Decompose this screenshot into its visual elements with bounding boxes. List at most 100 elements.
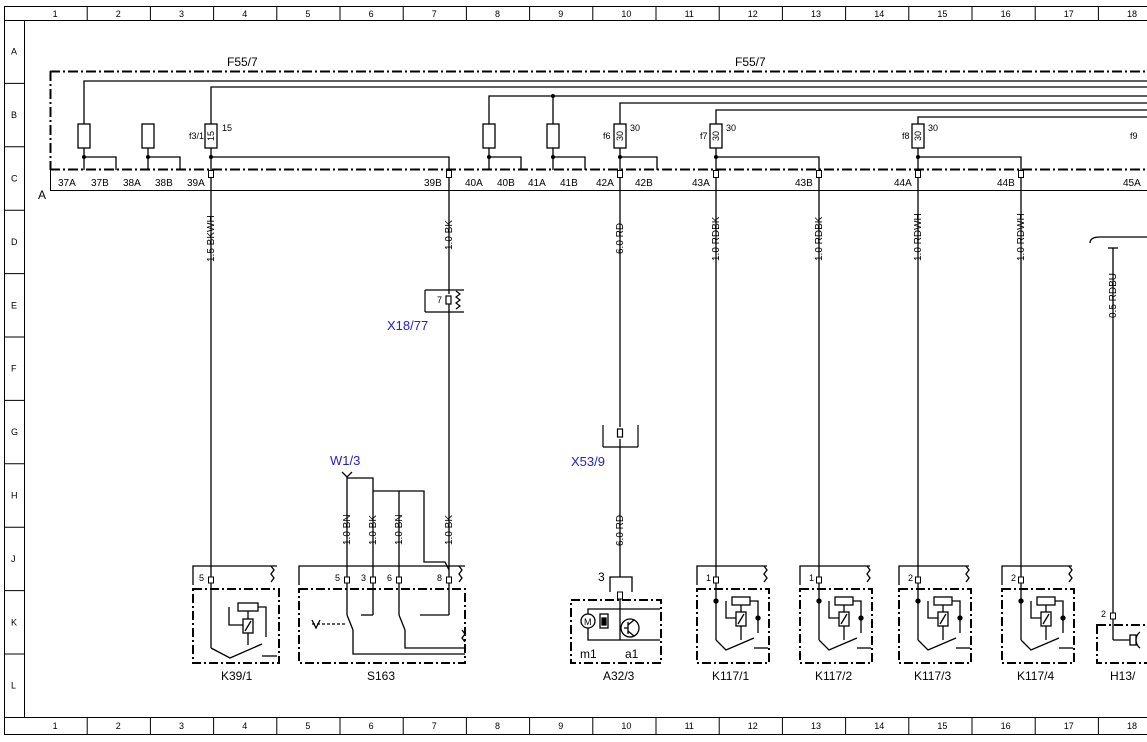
- k117-3-pin: 2: [908, 573, 913, 583]
- fuse-branch-dots: [82, 94, 920, 159]
- ground-label-w1-3: W1/3: [330, 453, 360, 468]
- a32-3-motor-symbol: M: [584, 617, 592, 627]
- grid-col-9: 9: [558, 721, 563, 731]
- grid-col-2: 2: [116, 9, 121, 19]
- grid-col-6: 6: [369, 721, 374, 731]
- grid-row-H: H: [11, 491, 18, 501]
- fusebox-label-left: F55/7: [227, 55, 258, 69]
- terminal-43b: 43B: [795, 178, 813, 189]
- wire-label-44b: 1.0 RDWH: [1016, 213, 1027, 261]
- grid-col-17: 17: [1064, 721, 1074, 731]
- grid-col-10: 10: [621, 721, 631, 731]
- a32-3-pin: 3: [598, 570, 605, 584]
- k117-2-pin: 1: [809, 573, 814, 583]
- h13-label: H13/: [1110, 669, 1136, 683]
- k117-3-label: K117/3: [914, 669, 951, 683]
- terminal-pins: [208, 170, 1024, 178]
- fuse-branches: [83, 148, 1022, 170]
- fuses: [77, 123, 925, 149]
- grid-col-18: 18: [1127, 721, 1137, 731]
- relay-k117-4: [1001, 565, 1075, 664]
- s163-label: S163: [367, 669, 395, 683]
- grid-row-L: L: [11, 681, 16, 691]
- grid-col-15: 15: [937, 721, 947, 731]
- fuse-term-30-c: 30: [928, 123, 938, 133]
- grid-col-18: 18: [1127, 9, 1137, 19]
- grid-col-13: 13: [811, 9, 821, 19]
- fuse-label-f8: f8: [902, 131, 910, 141]
- s163-pin-5: 5: [335, 573, 340, 583]
- wire-label-39b: 1.0 BK: [444, 220, 455, 250]
- grid-col-6: 6: [369, 9, 374, 19]
- grid-col-5: 5: [305, 721, 310, 731]
- relay-k117-1: [696, 565, 770, 664]
- wire-label-s163-d: 1.0 BK: [444, 515, 455, 545]
- grid-col-8: 8: [495, 721, 500, 731]
- k39-1-pin: 5: [199, 573, 204, 583]
- terminal-41b: 41B: [560, 178, 578, 189]
- connector-x18-77-pin: 7: [437, 295, 442, 305]
- fuse-41: [546, 123, 560, 149]
- grid-row-C: C: [11, 174, 18, 184]
- k117-4-label: K117/4: [1017, 669, 1054, 683]
- s163-pin-6: 6: [387, 573, 392, 583]
- fusebox-label-right: F55/7: [735, 55, 766, 69]
- terminal-43a: 43A: [692, 178, 710, 189]
- terminal-labels: 37A 37B 38A 38B 39A 39B 40A 40B 41A 41B …: [58, 178, 1141, 189]
- wire-label-rdbu: 0.5 RDBU: [1108, 273, 1119, 318]
- grid-row-K: K: [11, 617, 17, 627]
- relay-k117-3: [898, 565, 972, 664]
- wire-labels: 1.5 BKWH 1.0 BK 6.0 RD 6.0 RD 1.0 RDBK 1…: [206, 213, 1119, 546]
- horn-h13: [1096, 612, 1147, 664]
- fusebox-f55-7: [49, 70, 1147, 171]
- grid-row-G: G: [11, 427, 18, 437]
- module-a32-3: [570, 576, 662, 664]
- connector-label-x18-77: X18/77: [387, 318, 428, 333]
- fuse-label-f3-1: f3/1: [189, 131, 204, 141]
- wire-label-39a: 1.5 BKWH: [206, 215, 217, 262]
- grid-col-15: 15: [937, 9, 947, 19]
- terminal-40a: 40A: [465, 178, 483, 189]
- fuse-term-15: 15: [222, 123, 232, 133]
- terminal-37b: 37B: [91, 178, 109, 189]
- grid-row-A: A: [11, 47, 17, 57]
- k117-2-label: K117/2: [815, 669, 852, 683]
- grid-col-7: 7: [432, 9, 437, 19]
- switch-s163: [298, 565, 466, 664]
- s163-wiring: [341, 471, 450, 577]
- grid-col-10: 10: [621, 9, 631, 19]
- outer-border: [4, 6, 1147, 735]
- terminal-37a: 37A: [58, 178, 76, 189]
- fuse-rating-f8: 30: [913, 131, 923, 141]
- components: [192, 565, 1147, 664]
- terminal-45a: 45A: [1123, 178, 1141, 189]
- wire-label-43b: 1.0 RDBK: [814, 216, 825, 261]
- fuse-labels: f3/1 15 15 f6 30 30 f7 30 30 f8 30 30 f9: [189, 123, 1138, 141]
- fuse-rating-f6: 30: [615, 131, 625, 141]
- terminal-39b: 39B: [424, 178, 442, 189]
- grid-col-5: 5: [305, 9, 310, 19]
- terminal-40b: 40B: [497, 178, 515, 189]
- grid-col-1: 1: [53, 9, 58, 19]
- grid-col-14: 14: [874, 721, 884, 731]
- fuse-38: [141, 123, 155, 149]
- fuse-37: [77, 123, 91, 149]
- grid-row-D: D: [11, 237, 18, 247]
- wire-label-42a: 6.0 RD: [615, 223, 626, 254]
- grid-row-B: B: [11, 110, 17, 120]
- fuse-label-f9: f9: [1130, 131, 1138, 141]
- busbars: [83, 80, 1147, 124]
- fuse-label-f6: f6: [603, 131, 611, 141]
- wires: [210, 177, 1147, 613]
- wire-label-s163-b: 1.0 BK: [368, 515, 379, 545]
- fuse-40: [482, 123, 496, 149]
- s163-wire-labels: 1.0 BN 1.0 BK 1.0 BN 1.0 BK: [342, 514, 455, 545]
- wire-label-44a: 1.0 RDWH: [913, 213, 924, 261]
- grid-row-J: J: [11, 554, 16, 564]
- k39-1-label: K39/1: [221, 669, 253, 683]
- grid-col-12: 12: [748, 721, 758, 731]
- relay-k39-1: [192, 565, 280, 664]
